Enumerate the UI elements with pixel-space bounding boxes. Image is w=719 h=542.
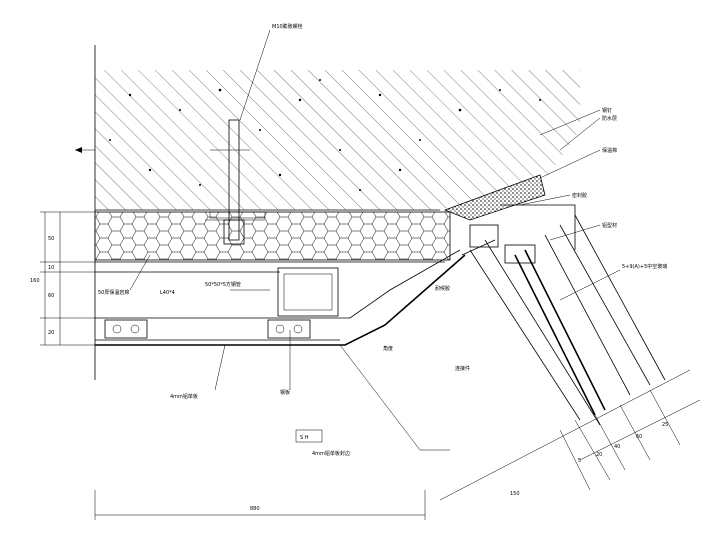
dim-bottom-right-total: 150 [510, 491, 520, 497]
misc-leaders [129, 254, 450, 451]
sealant-mass [443, 174, 546, 221]
cladding-lines [95, 249, 466, 346]
label-box-tag: S H [300, 435, 309, 441]
label-note: 4mm铝单板封边 [312, 450, 350, 457]
label-tube: 50*50*5方钢管 [205, 281, 241, 288]
angle-bracket-right [267, 319, 311, 339]
section-tag-box [295, 429, 323, 443]
dim-left-4: 20 [48, 330, 54, 336]
glass-facade [439, 204, 701, 501]
label-right-5: 铝型材 [602, 222, 617, 229]
steel-tube-inner [283, 273, 333, 311]
angle-bracket-left [104, 319, 148, 339]
left-arrow-marker [75, 147, 95, 153]
left-dimensions [40, 211, 95, 346]
label-bottom-angle: 钢板 [280, 389, 290, 396]
concrete-speckles [109, 79, 541, 191]
label-plate-bottom: 4mm铝单板 [170, 393, 198, 400]
bottom-dimension [94, 490, 426, 520]
label-right-bracket: 连接件 [455, 365, 470, 372]
label-right-3: 保温棉 [602, 147, 617, 154]
dim-bottom-r3: 40 [614, 444, 620, 450]
steel-tube [277, 267, 339, 317]
label-right-1: 钢钉 [602, 107, 612, 114]
label-bolt-top: M10膨胀螺栓 [272, 23, 303, 30]
label-left-insul: 50厚保温岩棉 [98, 289, 129, 296]
dim-left-total: 160 [30, 278, 40, 284]
label-seal-bottom: 耐候胶 [435, 285, 450, 292]
dim-bottom-r4: 60 [636, 434, 642, 440]
dim-bottom-r5: 25 [662, 422, 668, 428]
label-center-left: L40*4 [160, 290, 175, 296]
insulation-layer [94, 211, 451, 261]
dim-left-2: 10 [48, 265, 54, 271]
label-right-4: 密封胶 [572, 192, 587, 199]
label-angle-mark: 角度 [383, 345, 393, 352]
dim-left-3: 60 [48, 293, 54, 299]
anchor-bolt [205, 29, 271, 245]
dim-left-1: 50 [48, 236, 54, 242]
label-right-2: 防水层 [602, 115, 617, 122]
dim-bottom-r2: 20 [596, 452, 602, 458]
right-leaders [519, 109, 621, 301]
dim-bottom-r1: 5 [578, 458, 581, 464]
label-right-glass: 5+9(A)+5中空玻璃 [622, 263, 667, 270]
label-bottom-dim: 880 [250, 506, 260, 512]
